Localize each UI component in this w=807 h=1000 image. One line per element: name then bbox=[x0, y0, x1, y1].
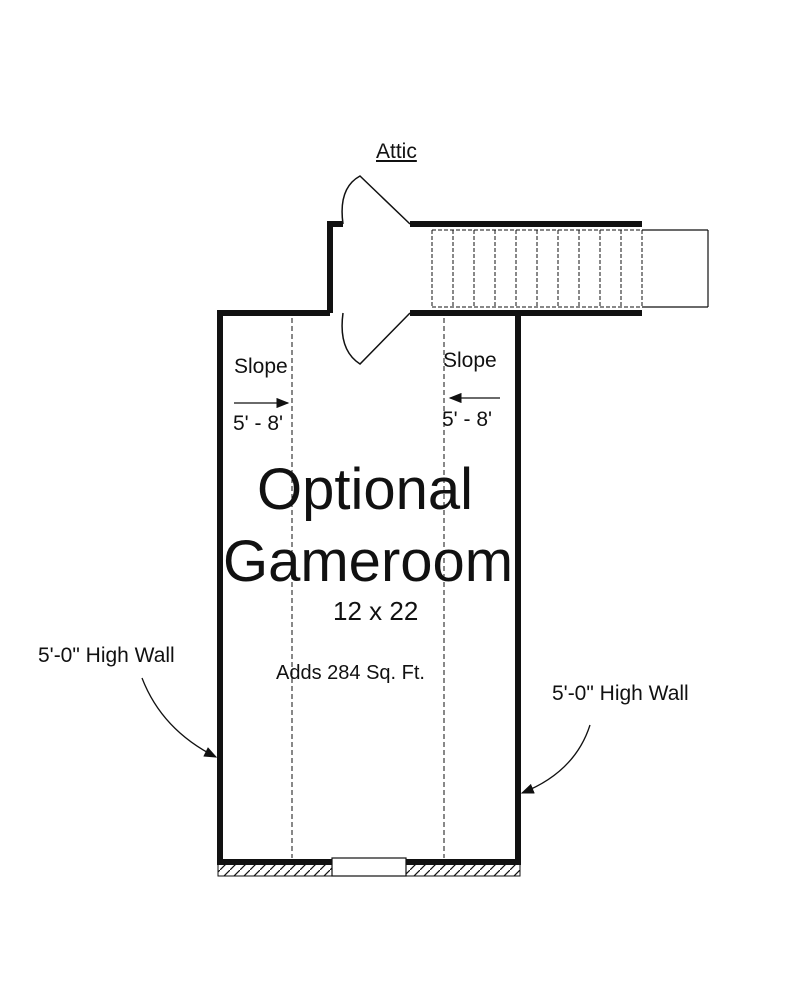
alcove-walls bbox=[327, 221, 343, 313]
wall-note-arrow-left bbox=[141, 677, 218, 758]
stair-end bbox=[642, 229, 709, 308]
room-name-line1: Optional bbox=[257, 457, 474, 522]
attic-door bbox=[341, 175, 411, 365]
exterior-wall-hatch-right bbox=[405, 863, 521, 877]
room-dimensions: 12 x 22 bbox=[333, 596, 419, 626]
window bbox=[331, 857, 407, 877]
slope-height-right: 5' - 8' bbox=[442, 408, 493, 431]
added-area-note: Adds 284 Sq. Ft. bbox=[276, 662, 425, 684]
slope-height-left: 5' - 8' bbox=[233, 412, 284, 435]
attic-label: Attic bbox=[376, 140, 417, 163]
wall-note-arrow-right bbox=[520, 724, 591, 794]
exterior-wall-hatch-left bbox=[217, 863, 333, 877]
room-name-line2: Gameroom bbox=[223, 529, 514, 594]
slope-label-left: Slope bbox=[234, 355, 288, 378]
staircase bbox=[431, 229, 643, 308]
wall-note-left: 5'-0" High Wall bbox=[38, 644, 175, 667]
slope-label-right: Slope bbox=[443, 349, 497, 372]
wall-note-right: 5'-0" High Wall bbox=[552, 682, 689, 705]
